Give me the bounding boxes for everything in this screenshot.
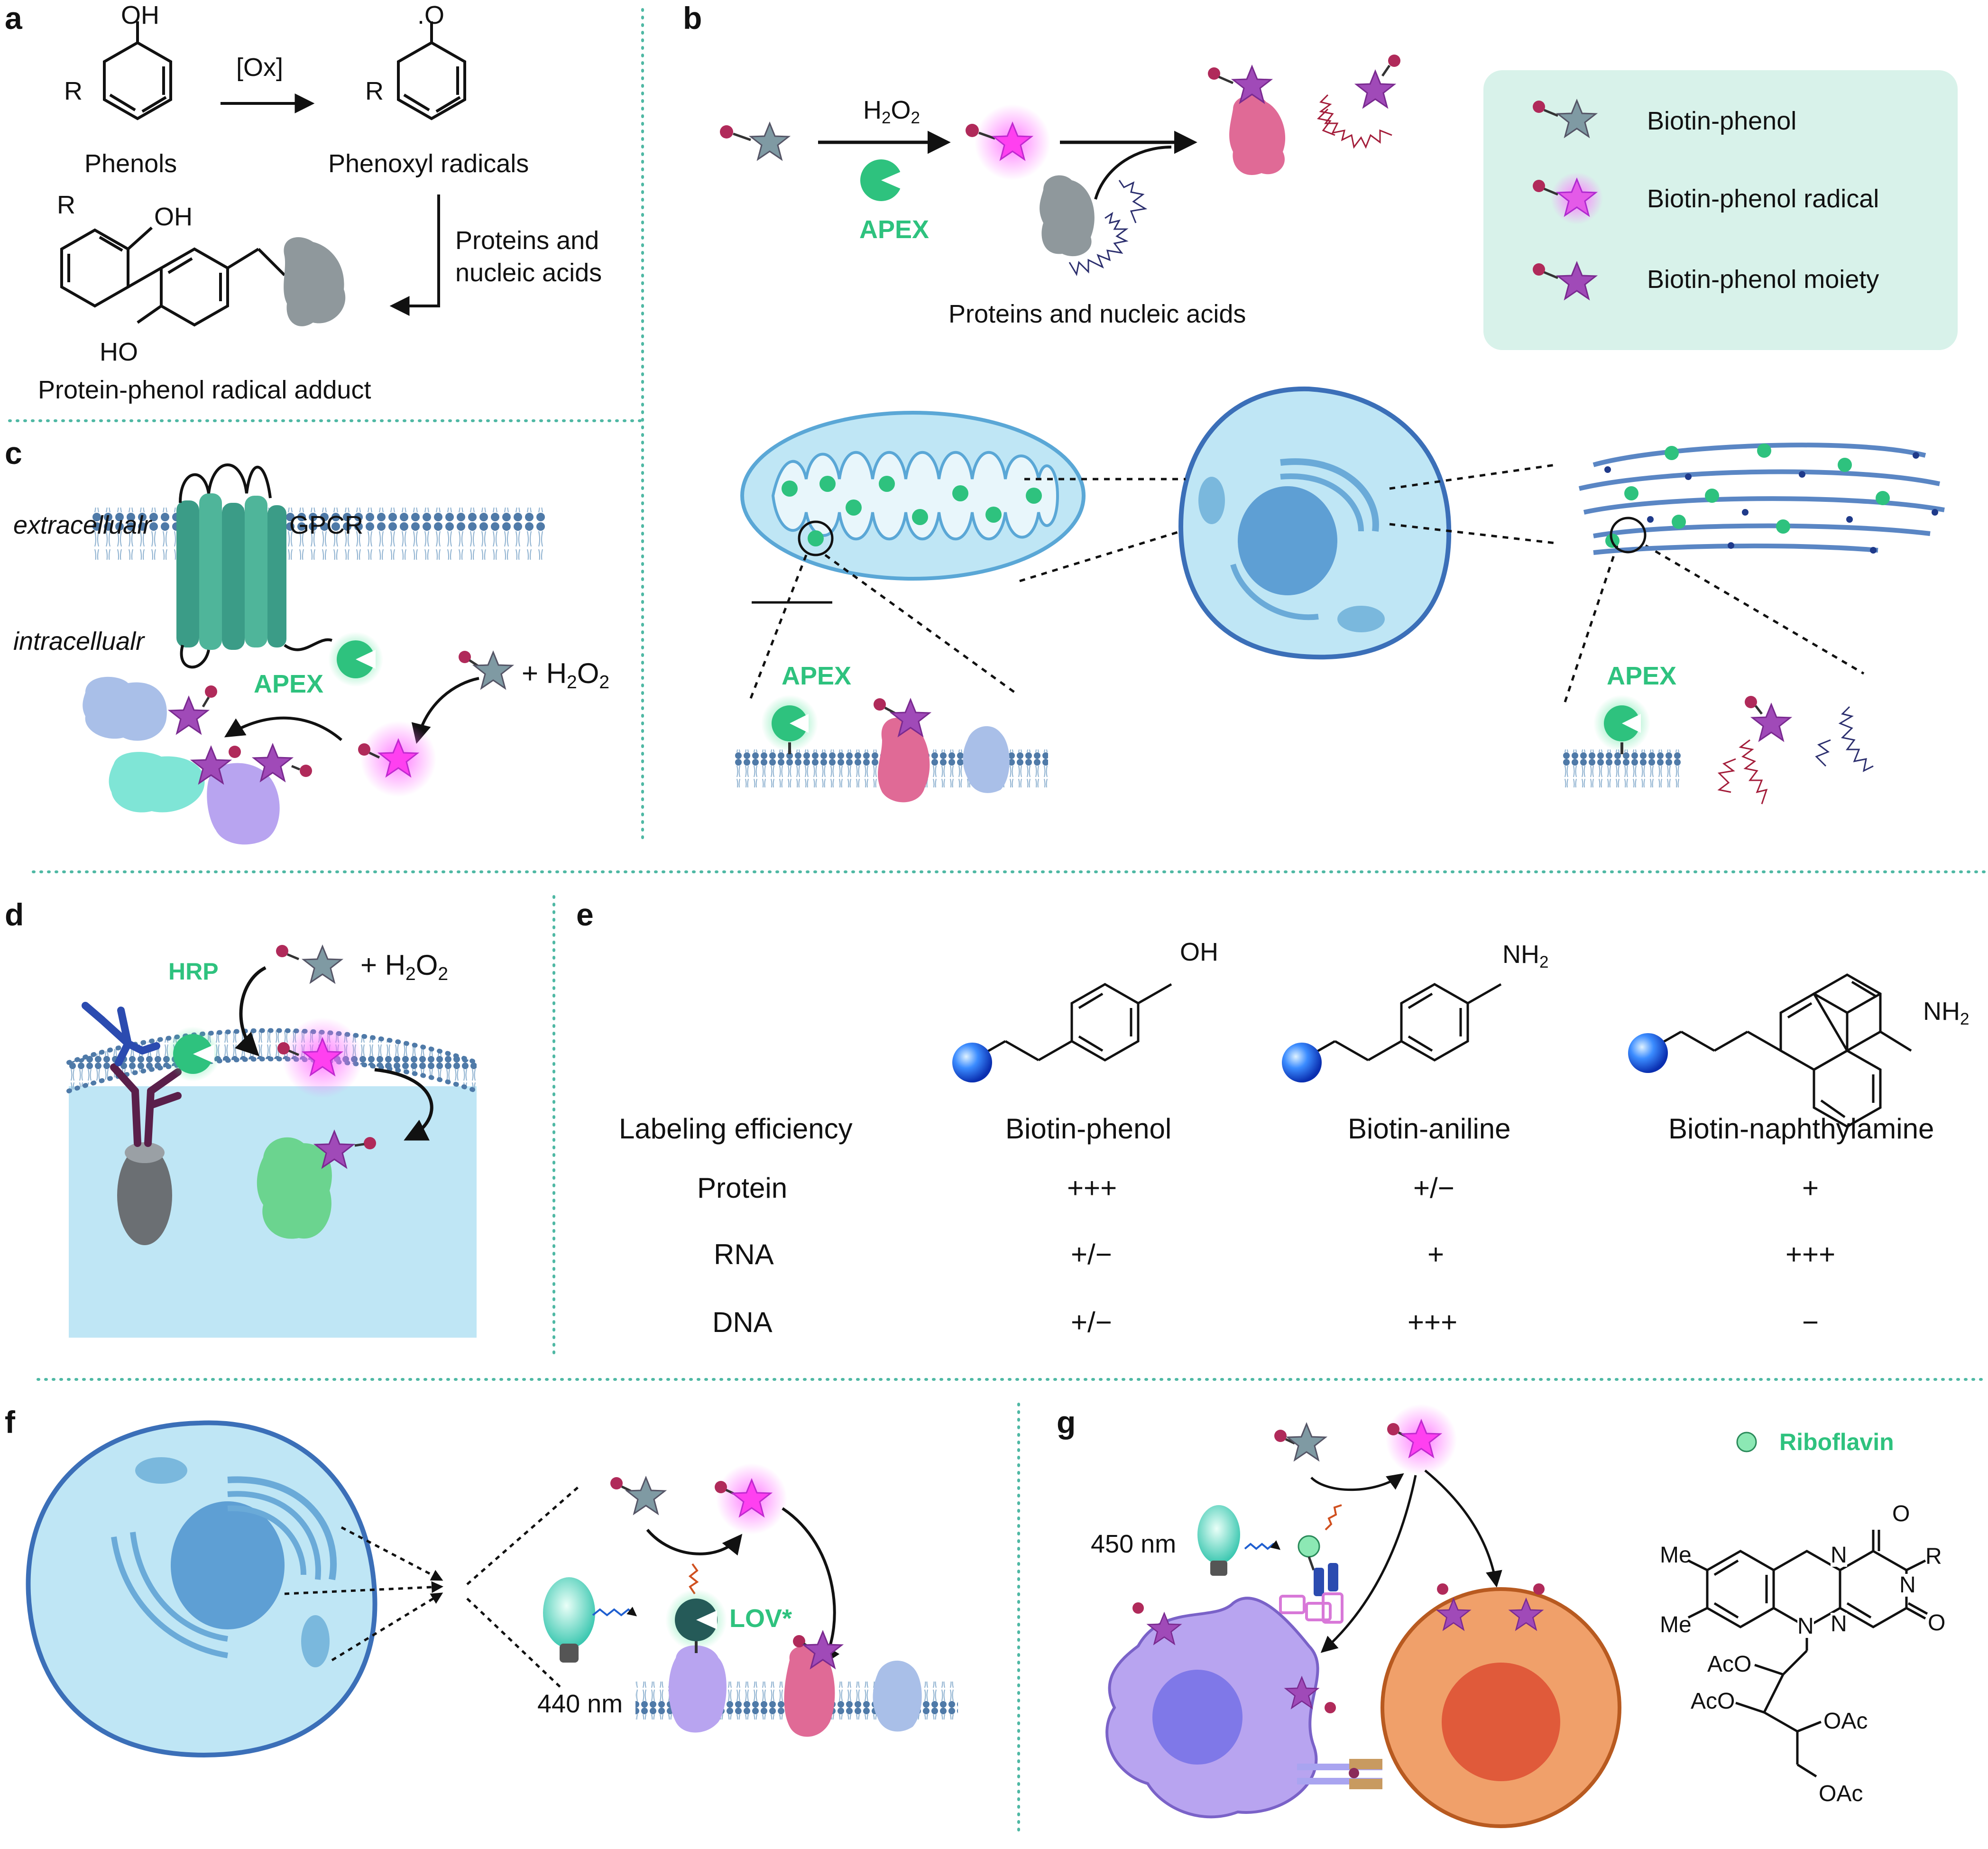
panel-e-label: e bbox=[576, 897, 594, 932]
g-wavelength: 450 nm bbox=[1091, 1530, 1177, 1558]
g-n2: N bbox=[1831, 1611, 1847, 1636]
panel-g-label: g bbox=[1057, 1405, 1076, 1440]
d-hrp: HRP bbox=[168, 958, 219, 985]
adduct-caption: Protein-phenol radical adduct bbox=[38, 376, 371, 404]
e-cell: +/− bbox=[1071, 1306, 1112, 1338]
e-cell: +/− bbox=[1413, 1172, 1454, 1204]
e-nh2-naphthyl: NH2 bbox=[1923, 997, 1970, 1028]
panel-a-label: a bbox=[5, 0, 22, 36]
c-gpcr: GPCR bbox=[289, 511, 364, 539]
e-row-protein: Protein bbox=[697, 1172, 788, 1204]
e-cell: +++ bbox=[1786, 1239, 1836, 1270]
phenol-r: R bbox=[64, 77, 83, 105]
c-h2o2: + H2O2 bbox=[522, 657, 610, 693]
g-riboflavin: Riboflavin bbox=[1779, 1429, 1894, 1455]
e-header-naphthylamine: Biotin-naphthylamine bbox=[1668, 1113, 1934, 1145]
gpcr bbox=[176, 463, 332, 669]
adduct-ho: HO bbox=[100, 338, 138, 366]
b-targets-caption: Proteins and nucleic acids bbox=[948, 300, 1246, 328]
g-oac2: OAc bbox=[1819, 1781, 1863, 1806]
mitochondrion bbox=[740, 411, 1086, 604]
proteins-line1: Proteins and bbox=[455, 226, 599, 255]
central-cell bbox=[1178, 386, 1452, 660]
e-row-rna: RNA bbox=[714, 1239, 774, 1270]
e-cell: + bbox=[1427, 1239, 1445, 1270]
b-apex-left: APEX bbox=[782, 662, 852, 690]
panel-b-reaction bbox=[720, 55, 1400, 277]
legend-box bbox=[1483, 70, 1958, 350]
g-n3: N bbox=[1899, 1572, 1916, 1598]
g-aco2: AcO bbox=[1691, 1689, 1735, 1714]
e-header-efficiency: Labeling efficiency bbox=[619, 1113, 853, 1145]
e-row-dna: DNA bbox=[712, 1306, 773, 1338]
adduct-r: R bbox=[57, 191, 75, 219]
g-o1: O bbox=[1892, 1501, 1910, 1526]
g-n1: N bbox=[1831, 1543, 1847, 1568]
g-oac1: OAc bbox=[1823, 1709, 1868, 1734]
e-oh: OH bbox=[1180, 938, 1218, 966]
e-header-phenol: Biotin-phenol bbox=[1005, 1113, 1172, 1145]
legend-symbols bbox=[1533, 100, 1603, 300]
legend-item-moiety: Biotin-phenol moiety bbox=[1647, 265, 1879, 294]
e-cell: − bbox=[1802, 1306, 1819, 1338]
e-cell: +++ bbox=[1408, 1306, 1458, 1338]
c-intracellular: intracellualr bbox=[13, 627, 145, 656]
f-lov: LOV* bbox=[729, 1604, 792, 1633]
g-aco1: AcO bbox=[1707, 1652, 1752, 1677]
e-nh2-aniline: NH2 bbox=[1502, 940, 1549, 971]
c-apex: APEX bbox=[254, 670, 324, 698]
g-n4: N bbox=[1797, 1614, 1814, 1639]
e-cell: +/− bbox=[1071, 1239, 1112, 1270]
b-h2o2: H2O2 bbox=[863, 96, 920, 127]
f-wavelength: 440 nm bbox=[537, 1690, 623, 1718]
legend-item-radical: Biotin-phenol radical bbox=[1647, 185, 1879, 213]
radical-o: .O bbox=[417, 1, 445, 29]
adduct-oh: OH bbox=[154, 203, 193, 231]
b-apex-label: APEX bbox=[859, 215, 930, 244]
c-extracellular: extracellualr bbox=[13, 511, 152, 539]
g-me2: Me bbox=[1660, 1612, 1692, 1637]
phenols-caption: Phenols bbox=[84, 149, 177, 178]
panel-f-label: f bbox=[5, 1405, 15, 1440]
e-cell: +++ bbox=[1067, 1172, 1117, 1204]
oxidant-label: [Ox] bbox=[236, 53, 284, 82]
g-o2: O bbox=[1928, 1610, 1946, 1636]
phenol-oh: OH bbox=[121, 1, 159, 29]
panel-a-structures bbox=[60, 21, 466, 327]
radicals-caption: Phenoxyl radicals bbox=[328, 149, 529, 178]
d-h2o2: + H2O2 bbox=[360, 949, 449, 984]
g-r: R bbox=[1925, 1544, 1942, 1569]
panel-d-label: d bbox=[5, 897, 24, 932]
radical-r: R bbox=[365, 77, 384, 105]
legend-item-biotin-phenol: Biotin-phenol bbox=[1647, 107, 1797, 135]
g-me1: Me bbox=[1660, 1543, 1692, 1568]
panel-b-label: b bbox=[683, 0, 702, 36]
e-cell: + bbox=[1802, 1172, 1819, 1204]
b-apex-right: APEX bbox=[1607, 662, 1677, 690]
proteins-line2: nucleic acids bbox=[455, 259, 602, 287]
panel-c-label: c bbox=[5, 435, 22, 471]
e-header-aniline: Biotin-aniline bbox=[1348, 1113, 1511, 1145]
